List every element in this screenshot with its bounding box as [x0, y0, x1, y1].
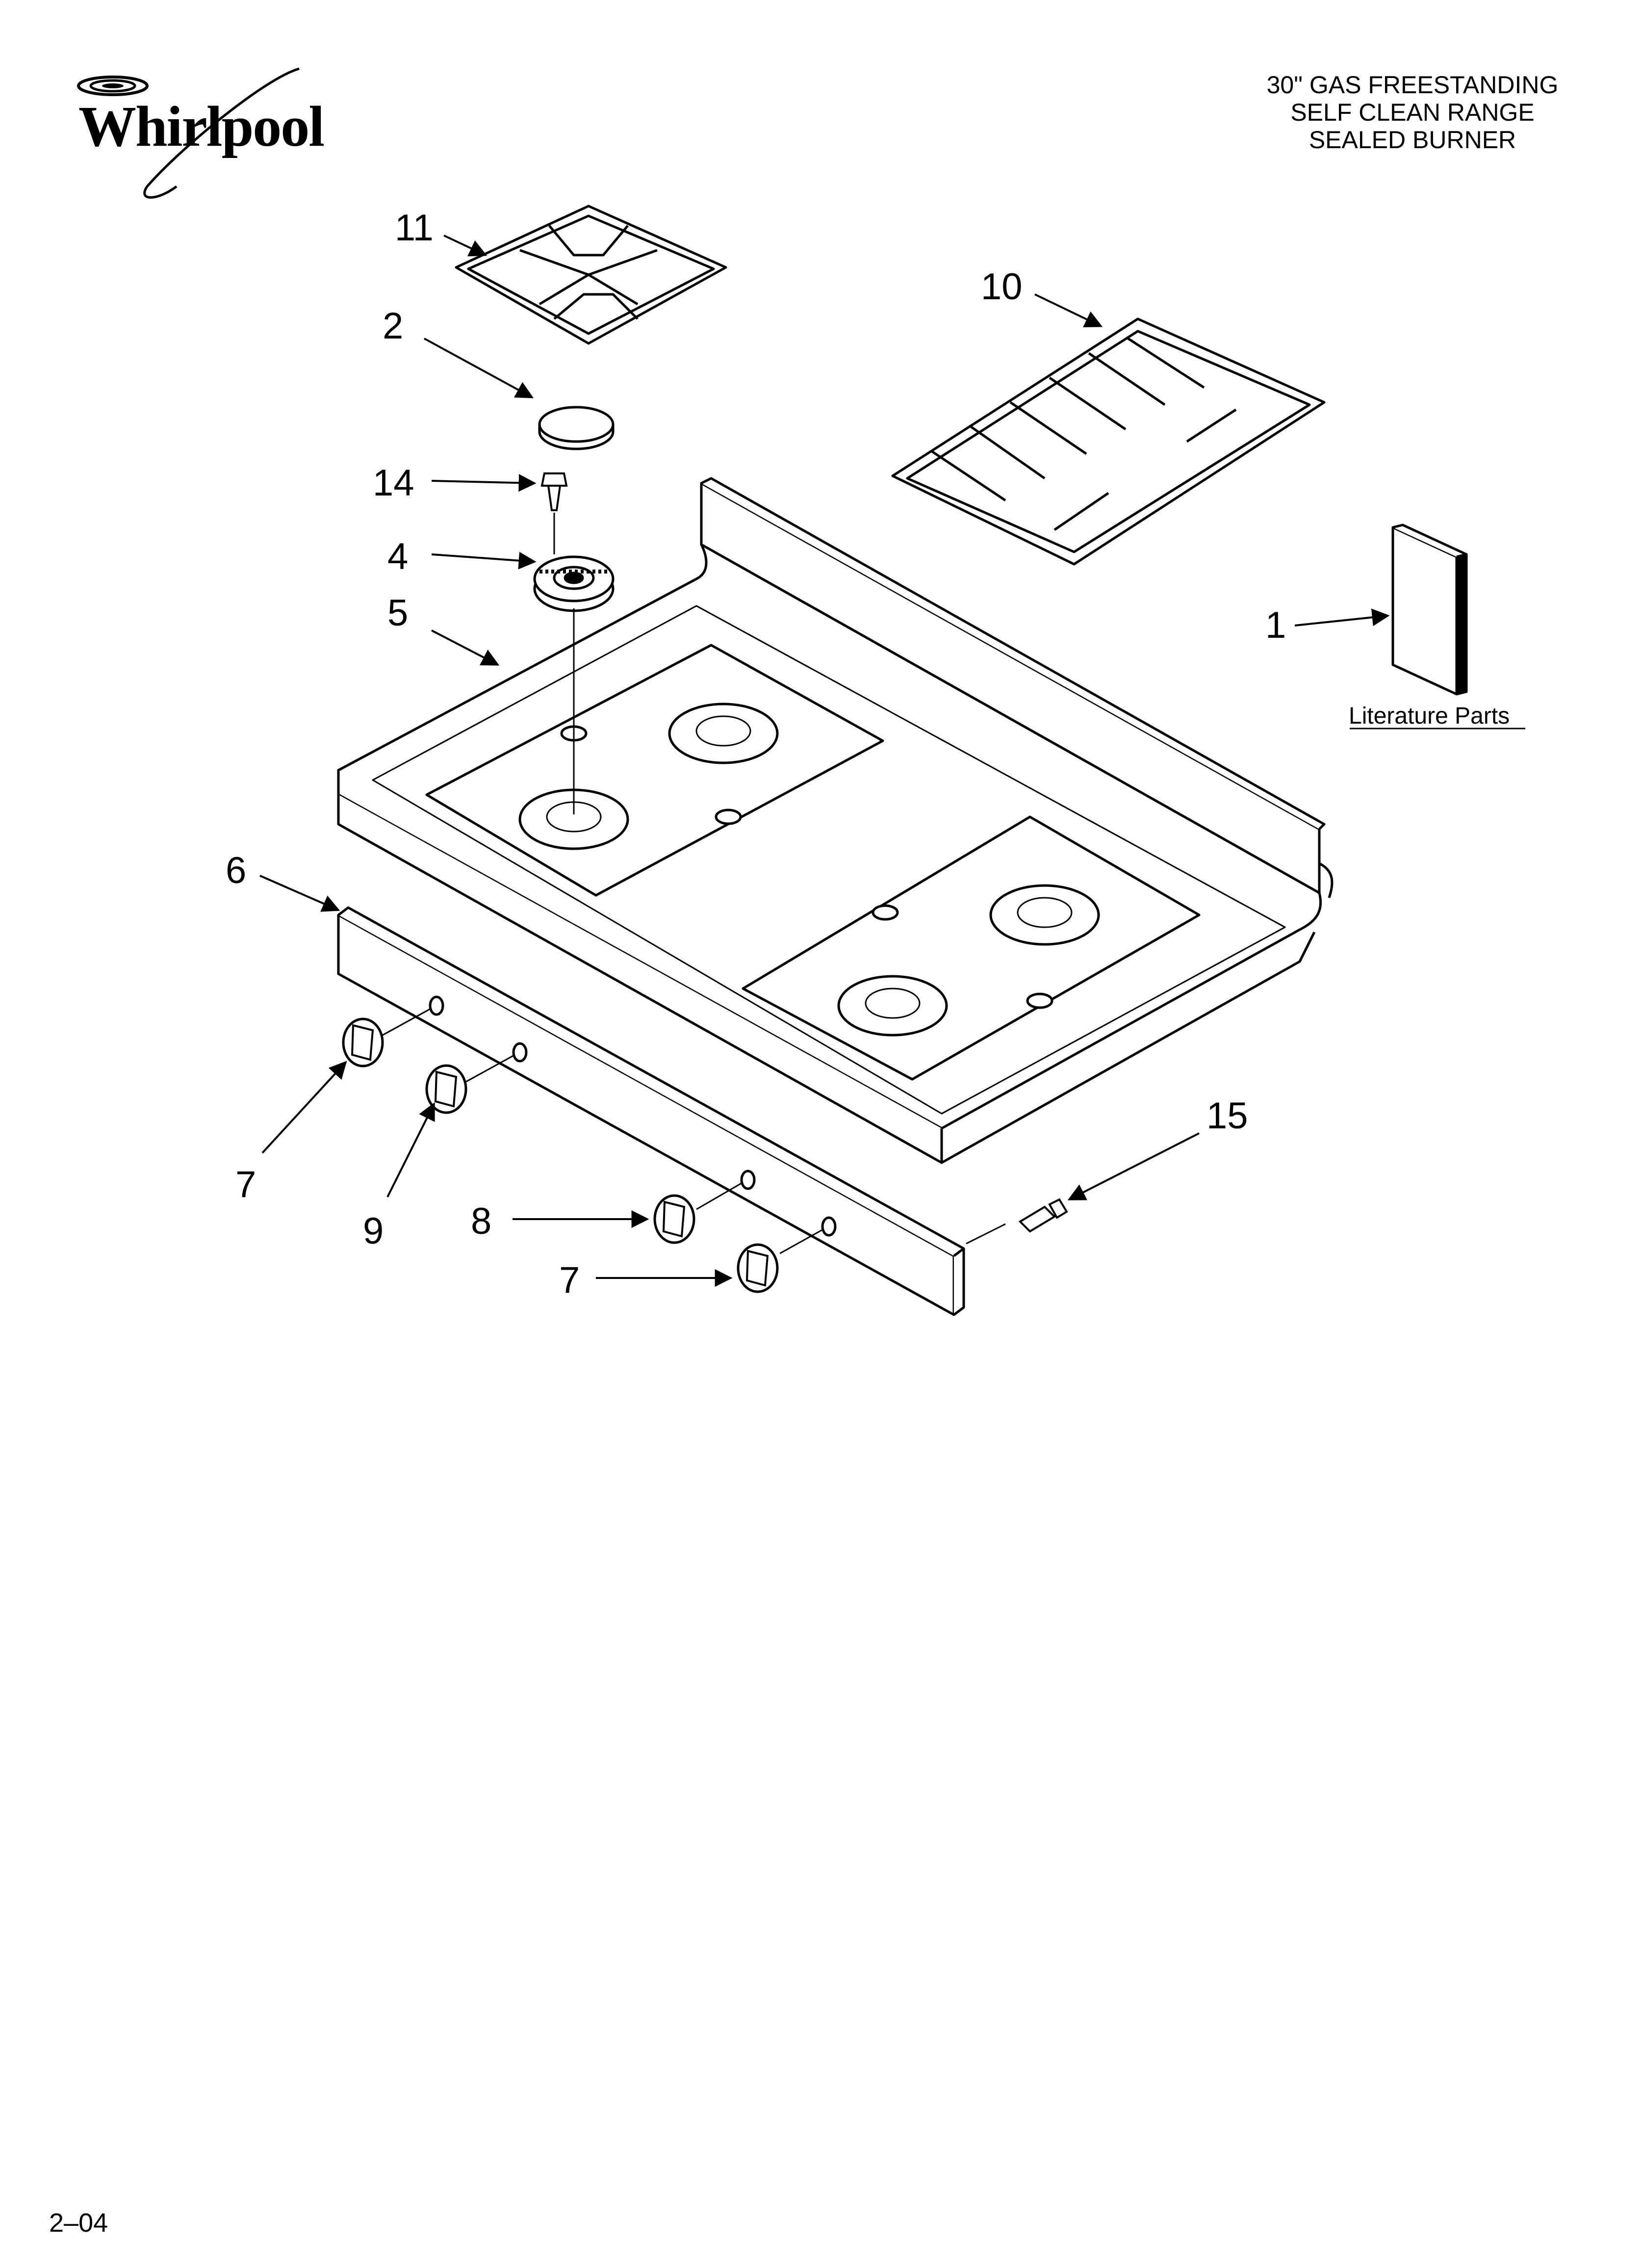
cooktop: [337, 477, 1334, 1164]
left-well-grate-post-2: [715, 808, 742, 825]
knob-hole-1: [429, 995, 444, 1016]
callout-4: 4: [387, 536, 408, 577]
cooktop-front-edge: [337, 795, 943, 1164]
control-panel: [337, 906, 965, 1316]
whirlpool-logo: Whirlpool: [59, 59, 338, 206]
callout-7-left: 7: [235, 1164, 256, 1205]
knob-9: [425, 1064, 467, 1114]
revision-code: 2–04: [49, 2208, 108, 2238]
screw-14: [540, 472, 568, 511]
callout-8: 8: [471, 1200, 491, 1242]
knob-7-left: [342, 1017, 384, 1068]
knob-leader-lines: [382, 1007, 1006, 1254]
literature-parts-booklet: [1391, 523, 1468, 696]
right-rear-burner-base: [989, 884, 1100, 946]
cooktop-backguard-top: [700, 477, 1326, 830]
cooktop-right-lip: [1318, 862, 1334, 898]
right-front-burner-base: [837, 975, 948, 1037]
callout-5: 5: [387, 592, 408, 634]
knob-7-right: [737, 1243, 779, 1293]
diagram-title: 30" GAS FREESTANDING SELF CLEAN RANGE SE…: [1167, 71, 1642, 154]
callout-11: 11: [395, 207, 434, 249]
literature-parts-label: Literature Parts: [1349, 703, 1510, 729]
cooktop-right-edge: [941, 931, 1316, 1164]
title-line-1: 30" GAS FREESTANDING: [1266, 71, 1559, 99]
screw-15: [1018, 1198, 1068, 1233]
callout-1: 1: [1265, 604, 1286, 646]
callout-arrows: [259, 235, 1390, 1287]
logo-swirl-icon: [77, 67, 300, 199]
double-grate-10: [891, 317, 1326, 566]
knob-8: [653, 1194, 695, 1244]
title-line-3: SEALED BURNER: [1308, 126, 1516, 154]
right-well-grate-post: [872, 904, 899, 921]
callout-2: 2: [383, 305, 403, 347]
callout-15: 15: [1206, 1095, 1248, 1137]
callout-6: 6: [226, 850, 246, 891]
left-rear-burner-base: [668, 703, 779, 764]
knob-hole-4: [821, 1216, 837, 1237]
callout-14: 14: [373, 462, 414, 504]
burner-head-4: [533, 555, 615, 612]
logo-wordmark: Whirlpool: [78, 94, 325, 158]
burner-cap-2: [538, 406, 615, 450]
cooktop-trough: [372, 605, 1286, 1115]
knob-hole-3: [740, 1170, 756, 1190]
title-line-2: SELF CLEAN RANGE: [1290, 99, 1535, 126]
callout-labels: 11 2 14 4 5 6 7 9 8 7 15 10 1: [226, 207, 1286, 1301]
right-well-grate-post-2: [1026, 992, 1053, 1009]
square-grate-11: [455, 205, 727, 345]
callout-7-right: 7: [559, 1259, 580, 1301]
callout-10: 10: [981, 266, 1023, 308]
knob-hole-2: [512, 1042, 528, 1063]
control-panel-end: [953, 1247, 965, 1316]
callout-9: 9: [363, 1210, 384, 1252]
